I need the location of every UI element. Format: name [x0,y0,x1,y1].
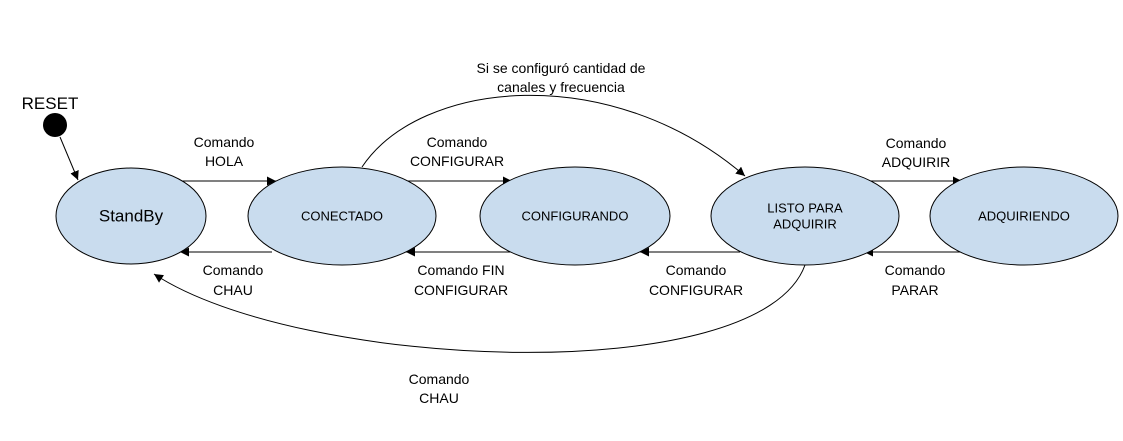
state-listo-label-line1: LISTO PARA [767,200,843,215]
edge-reset-standby [59,136,79,181]
label-adquirir-line1: Comando [886,135,947,151]
edge-conectado-listo-curve [361,94,746,177]
state-listo-label-line2: ADQUIRIR [773,216,837,231]
state-configurando: CONFIGURANDO [479,166,671,266]
state-standby-shape [55,167,207,265]
state-listo-para-adquirir: LISTO PARA ADQUIRIR [710,166,900,266]
label-fin-configurar-line2: CONFIGURAR [414,282,508,298]
label-reconfigurar-line2: CONFIGURAR [649,282,743,298]
edge-listo-standby-curve [153,264,806,353]
label-reconfigurar-line1: Comando [666,262,727,278]
state-configurando-shape [479,166,671,266]
state-conectado-shape [247,166,437,266]
label-configurar-line1: Comando [427,134,488,150]
state-conectado: CONECTADO [247,166,437,266]
label-chau-long-line2: CHAU [419,390,459,406]
state-standby-label: StandBy [99,206,164,225]
label-parar-line2: PARAR [891,282,938,298]
label-hola-line1: Comando [194,134,255,150]
state-adquiriendo-label: ADQUIRIENDO [978,208,1070,223]
label-adquirir-line2: ADQUIRIR [882,154,950,170]
state-listo-shape [710,166,900,266]
label-skip-line2: canales y frecuencia [497,79,625,95]
state-standby: StandBy [55,167,207,265]
label-parar-line1: Comando [885,262,946,278]
label-chau-long-line1: Comando [409,371,470,387]
state-adquiriendo: ADQUIRIENDO [929,166,1119,266]
label-configurar-line2: CONFIGURAR [410,153,504,169]
label-chau-short-line2: CHAU [213,282,253,298]
state-configurando-label: CONFIGURANDO [522,208,629,223]
label-chau-short-line1: Comando [203,262,264,278]
label-fin-configurar-line1: Comando FIN [417,262,504,278]
label-skip-line1: Si se configuró cantidad de [477,60,646,76]
state-conectado-label: CONECTADO [301,208,383,223]
label-hola-line2: HOLA [205,153,244,169]
initial-state-dot [43,113,67,137]
state-adquiriendo-shape [929,166,1119,266]
reset-label: RESET [22,94,79,113]
